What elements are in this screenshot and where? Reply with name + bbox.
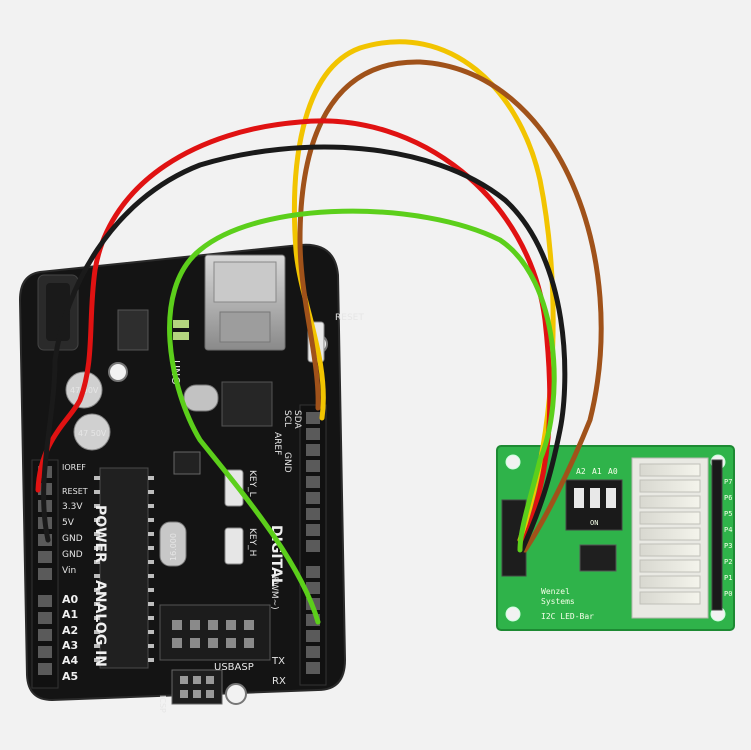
usb-serial-chip — [221, 381, 273, 427]
power-label: POWER — [92, 505, 108, 563]
gnd-label: GND — [62, 534, 83, 544]
sda-label: SDA — [292, 410, 302, 429]
scl-label: SCL — [282, 410, 292, 427]
vin-label: Vin — [62, 566, 76, 576]
wire-brown — [297, 59, 604, 553]
tx-label: TX — [271, 656, 285, 667]
pin-label: P3 — [724, 542, 732, 550]
mounting-hole — [225, 683, 247, 705]
dip-a2-label: A2 — [576, 467, 586, 476]
output-header — [711, 459, 723, 611]
crystal — [183, 384, 219, 412]
rx-label: RX — [272, 676, 286, 687]
io-expander-chip — [579, 544, 617, 572]
wire-red — [35, 118, 553, 543]
pin-label: P7 — [724, 478, 732, 486]
icsp-header — [171, 669, 223, 705]
v5-label: 5V — [62, 518, 75, 528]
mounting-hole — [108, 362, 128, 382]
brand-label: Systems — [541, 597, 575, 606]
ioref-label: IOREF — [62, 463, 86, 472]
digital-gnd-label: GND — [282, 452, 292, 473]
pin-label: P4 — [724, 526, 732, 534]
digital-label: DIGITAL — [268, 525, 284, 587]
wire-green — [167, 208, 557, 625]
capacitor: 47 50V — [73, 413, 111, 451]
voltage-regulator — [117, 309, 149, 351]
pin-label: P0 — [724, 590, 732, 598]
dip-on-label: ON — [590, 519, 598, 527]
led-bar-graph — [631, 457, 709, 619]
reset-label: RESET — [335, 313, 364, 323]
pin-label: P2 — [724, 558, 732, 566]
capacitor-label: 47 50V — [78, 429, 107, 438]
led-indicator — [173, 320, 189, 328]
pin-label: P5 — [724, 510, 732, 518]
a5-label: A5 — [62, 670, 78, 683]
pin-label: P6 — [724, 494, 732, 502]
dip-a0-label: A0 — [608, 467, 618, 476]
gnd-label: GND — [62, 550, 83, 560]
led-indicator — [173, 332, 189, 340]
usb-connector — [204, 254, 286, 351]
key-button — [224, 527, 244, 565]
board-title-label: I2C LED-Bar — [541, 612, 594, 621]
pin-label: P1 — [724, 574, 732, 582]
key-h-label: KEY_H — [247, 528, 257, 556]
dip-a1-label: A1 — [592, 467, 602, 476]
a0-label: A0 — [62, 593, 79, 606]
v33-label: 3.3V — [62, 502, 83, 512]
a3-label: A3 — [62, 639, 78, 652]
mounting-hole — [505, 606, 521, 622]
crystal-label: 16.000 — [169, 533, 178, 561]
brand-label: Wenzel — [541, 587, 570, 596]
a2-label: A2 — [62, 624, 78, 637]
atmega-chip — [94, 467, 154, 669]
wire-black — [41, 144, 568, 553]
jumper-header — [173, 451, 201, 475]
power-reset-label: RESET — [62, 487, 88, 496]
address-dip-switch — [565, 479, 623, 531]
digital-header — [299, 404, 327, 686]
jumper-wires — [35, 39, 604, 625]
a4-label: A4 — [62, 654, 79, 667]
usbasp-label: USBASP — [214, 662, 254, 673]
icsp-label: ICSP — [158, 695, 167, 713]
arduino-board: 47 50V 47 50V — [18, 243, 364, 713]
a1-label: A1 — [62, 608, 78, 621]
pwm-label: (PWM~) — [269, 573, 279, 610]
usbasp-header — [159, 604, 271, 661]
analog-in-label: ANALOG IN — [92, 580, 108, 667]
aref-label: AREF — [272, 432, 282, 455]
crystal — [159, 521, 187, 567]
mounting-hole — [505, 454, 521, 470]
key-l-label: KEY_L — [247, 470, 257, 497]
